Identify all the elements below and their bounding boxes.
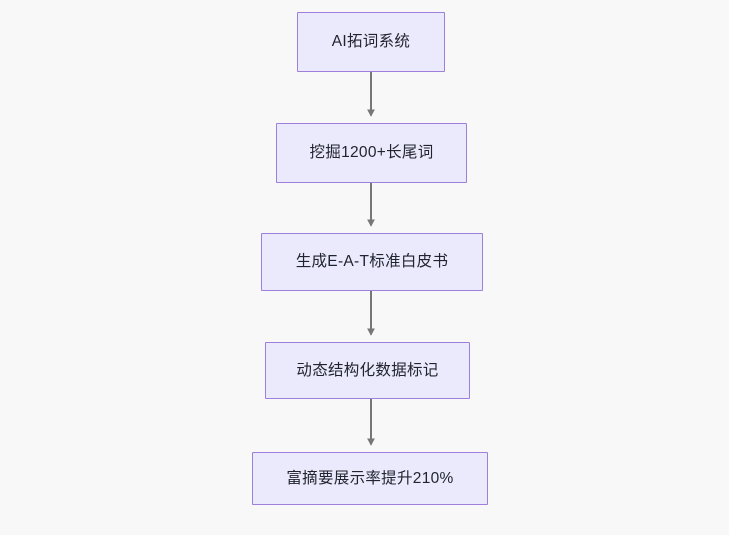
flow-node-label: 富摘要展示率提升210% xyxy=(286,469,454,487)
flow-node-label: 挖掘1200+长尾词 xyxy=(309,144,434,162)
flow-node-generate-eat-whitepaper[interactable]: 生成E-A-T标准白皮书 xyxy=(261,233,483,291)
flow-node-ai-keyword-system[interactable]: AI拓词系统 xyxy=(297,12,445,72)
flow-node-rich-snippet-impression-lift[interactable]: 富摘要展示率提升210% xyxy=(252,452,488,505)
flow-node-label: 动态结构化数据标记 xyxy=(296,361,439,379)
flow-node-dynamic-structured-data-markup[interactable]: 动态结构化数据标记 xyxy=(265,342,470,399)
flow-node-label: AI拓词系统 xyxy=(331,33,411,51)
flow-node-label: 生成E-A-T标准白皮书 xyxy=(295,253,449,271)
flow-node-mine-longtail-keywords[interactable]: 挖掘1200+长尾词 xyxy=(276,123,467,183)
